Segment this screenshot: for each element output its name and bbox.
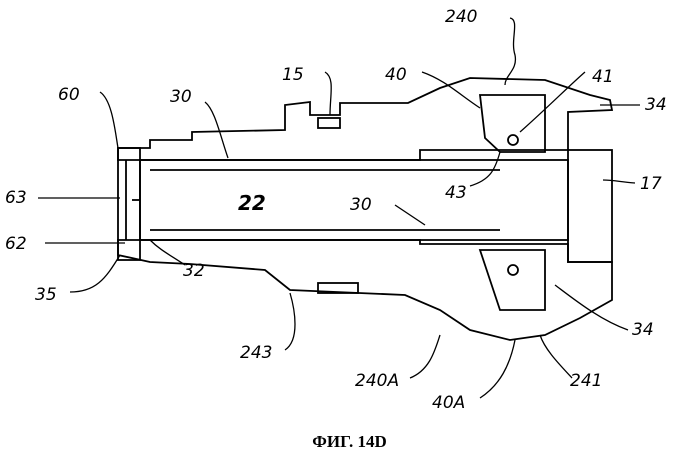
- ref-43: 43: [445, 183, 467, 203]
- ref-240: 240: [445, 7, 477, 27]
- ref-35: 35: [35, 285, 57, 305]
- ref-240A: 240A: [355, 371, 399, 391]
- ref-241: 241: [570, 371, 602, 391]
- ref-40A: 40A: [432, 393, 465, 413]
- ref-34-bottom: 34: [632, 320, 654, 340]
- ref-30-mid: 30: [350, 195, 372, 215]
- ref-34-top: 34: [645, 95, 667, 115]
- ref-41: 41: [592, 67, 614, 87]
- ref-62: 62: [5, 234, 27, 254]
- ref-22: 22: [238, 191, 266, 215]
- ref-15: 15: [282, 65, 304, 85]
- ref-17: 17: [640, 174, 662, 194]
- ref-63: 63: [5, 188, 27, 208]
- ref-32: 32: [183, 261, 205, 281]
- ref-60: 60: [58, 85, 80, 105]
- ref-243: 243: [240, 343, 272, 363]
- ref-40: 40: [385, 65, 407, 85]
- ref-30-top: 30: [170, 87, 192, 107]
- leader-lines: [38, 18, 640, 398]
- figure-caption: ФИГ. 14D: [0, 432, 699, 452]
